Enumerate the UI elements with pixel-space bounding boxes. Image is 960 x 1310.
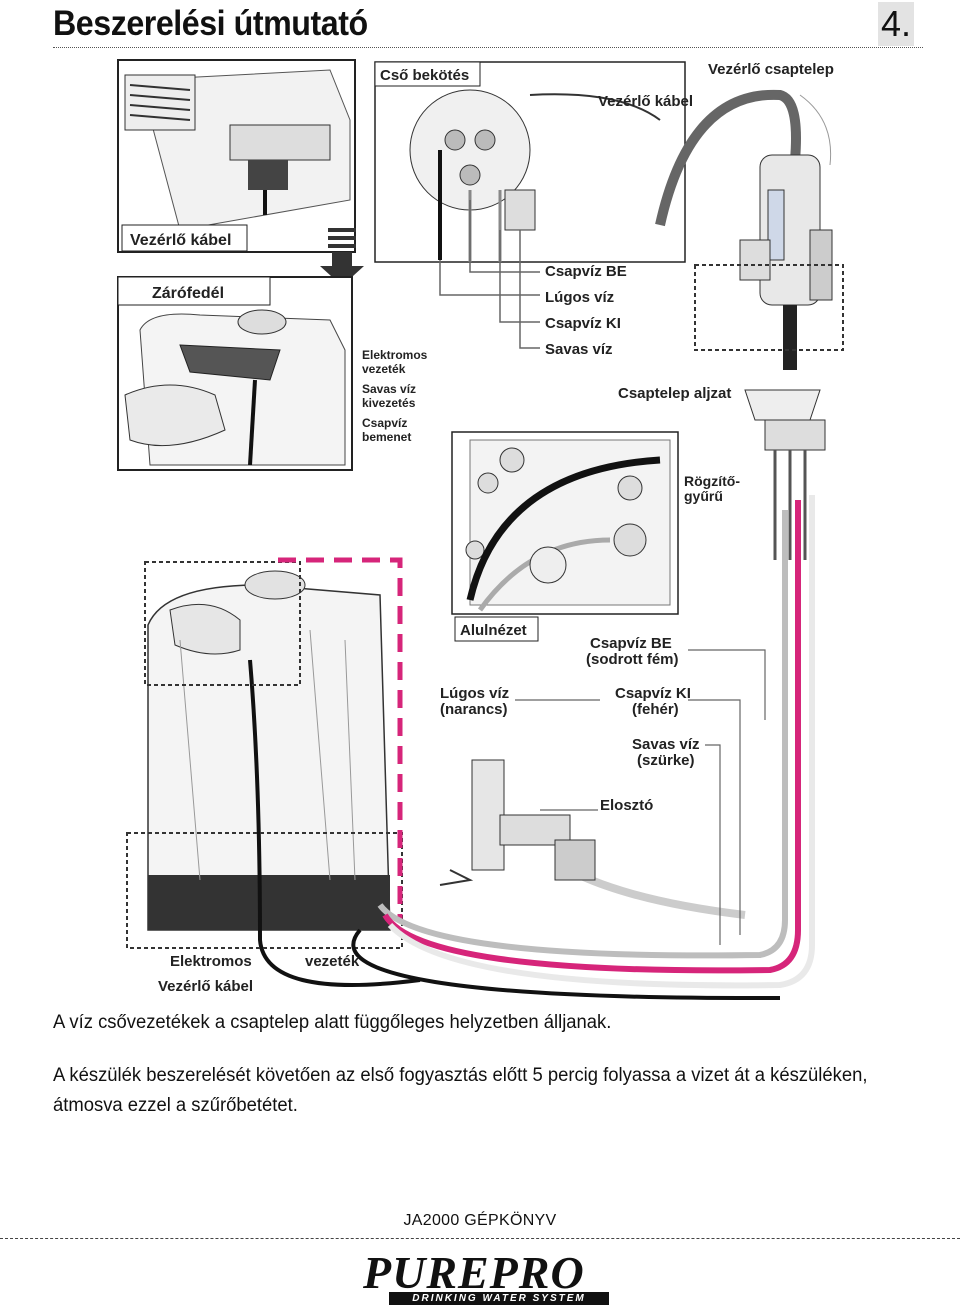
logo-wordmark: PUREPRO: [363, 1247, 585, 1298]
label-csapviz-ki-2: Csapvíz KI: [615, 685, 691, 702]
label-csapviz-ki: Csapvíz KI: [545, 315, 621, 332]
label-savas-viz-small: Savas víz: [362, 382, 416, 396]
logo-tagline: DRINKING WATER SYSTEM: [389, 1292, 609, 1305]
label-cso-bekotes: Cső bekötés: [380, 67, 469, 84]
instruction-line-3: átmosva ezzel a szűrőbetétet.: [53, 1095, 298, 1116]
footer-divider: [0, 1238, 960, 1239]
label-gyuru: gyűrű: [684, 488, 723, 504]
label-vezerlo-kabel-top: Vezérlő kábel: [130, 232, 231, 249]
label-szurke: (szürke): [637, 752, 695, 769]
label-feher: (fehér): [632, 701, 679, 718]
label-vezerlo-kabel-bottom: Vezérlő kábel: [158, 978, 253, 995]
tubes: [351, 495, 815, 1001]
label-lugos-viz: Lúgos víz: [545, 289, 614, 306]
label-sodrott-fem: (sodrott fém): [586, 651, 679, 668]
label-vezetek: vezeték: [362, 362, 406, 376]
label-csapviz-be: Csapvíz BE: [545, 263, 627, 280]
pipe-connection-inset: Cső bekötés Vezérlő kábel: [374, 61, 693, 263]
label-csapviz-small: Csapvíz: [362, 416, 407, 430]
purepro-logo: PUREPRO DRINKING WATER SYSTEM: [355, 1250, 615, 1308]
label-rogzito: Rögzítő-: [684, 473, 740, 489]
bottom-view-inset: Alulnézet: [451, 431, 679, 642]
instruction-line-1: A víz csővezetékek a csaptelep alatt füg…: [53, 1012, 612, 1033]
label-zarofedel: Zárófedél: [152, 285, 224, 302]
label-lugos-viz-2: Lúgos víz: [440, 685, 509, 702]
label-kivezetes: kivezetés: [362, 396, 416, 410]
label-elektromos-bottom: Elektromos: [170, 953, 252, 970]
bottom-callout-lines: [515, 649, 766, 945]
label-narancs: (narancs): [440, 701, 508, 718]
label-alulnezet: Alulnézet: [460, 622, 527, 639]
installation-diagram: Vezérlő kábel Zárófedél Cső bekötés Vezé…: [117, 59, 844, 1001]
label-savas-viz: Savas víz: [545, 341, 613, 358]
water-ionizer-unit: [126, 561, 421, 987]
faucet: Vezérlő csaptelep: [655, 61, 844, 370]
page-title: Beszerelési útmutató: [53, 4, 368, 43]
label-elektromos: Elektromos: [362, 348, 428, 362]
callout-lines: [439, 200, 540, 349]
label-savas-viz-2: Savas víz: [632, 736, 700, 753]
faucet-base: [744, 389, 826, 560]
label-csaptelep-aljzat: Csaptelep aljzat: [618, 385, 731, 402]
acidic-route-dashed: [278, 557, 403, 920]
footer-manual-title: JA2000 GÉPKÖNYV: [403, 1212, 557, 1229]
header-divider: [53, 47, 923, 48]
page-number: 4.: [878, 2, 914, 46]
cable-connector-inset: Vezérlő kábel: [117, 59, 356, 253]
label-vezetek-bottom: vezeték: [305, 953, 360, 970]
label-eloszto: Elosztó: [600, 797, 653, 814]
manifold: [439, 759, 596, 886]
instruction-line-2: A készülék beszerelését követően az első…: [53, 1065, 868, 1086]
label-vezerlo-kabel-mid: Vezérlő kábel: [598, 93, 693, 110]
label-csapviz-be-2: Csapvíz BE: [590, 635, 672, 652]
label-bemenet: bemenet: [362, 430, 411, 444]
cover-inset: Zárófedél: [117, 276, 353, 471]
label-vezerlo-csaptelep: Vezérlő csaptelep: [708, 61, 834, 78]
